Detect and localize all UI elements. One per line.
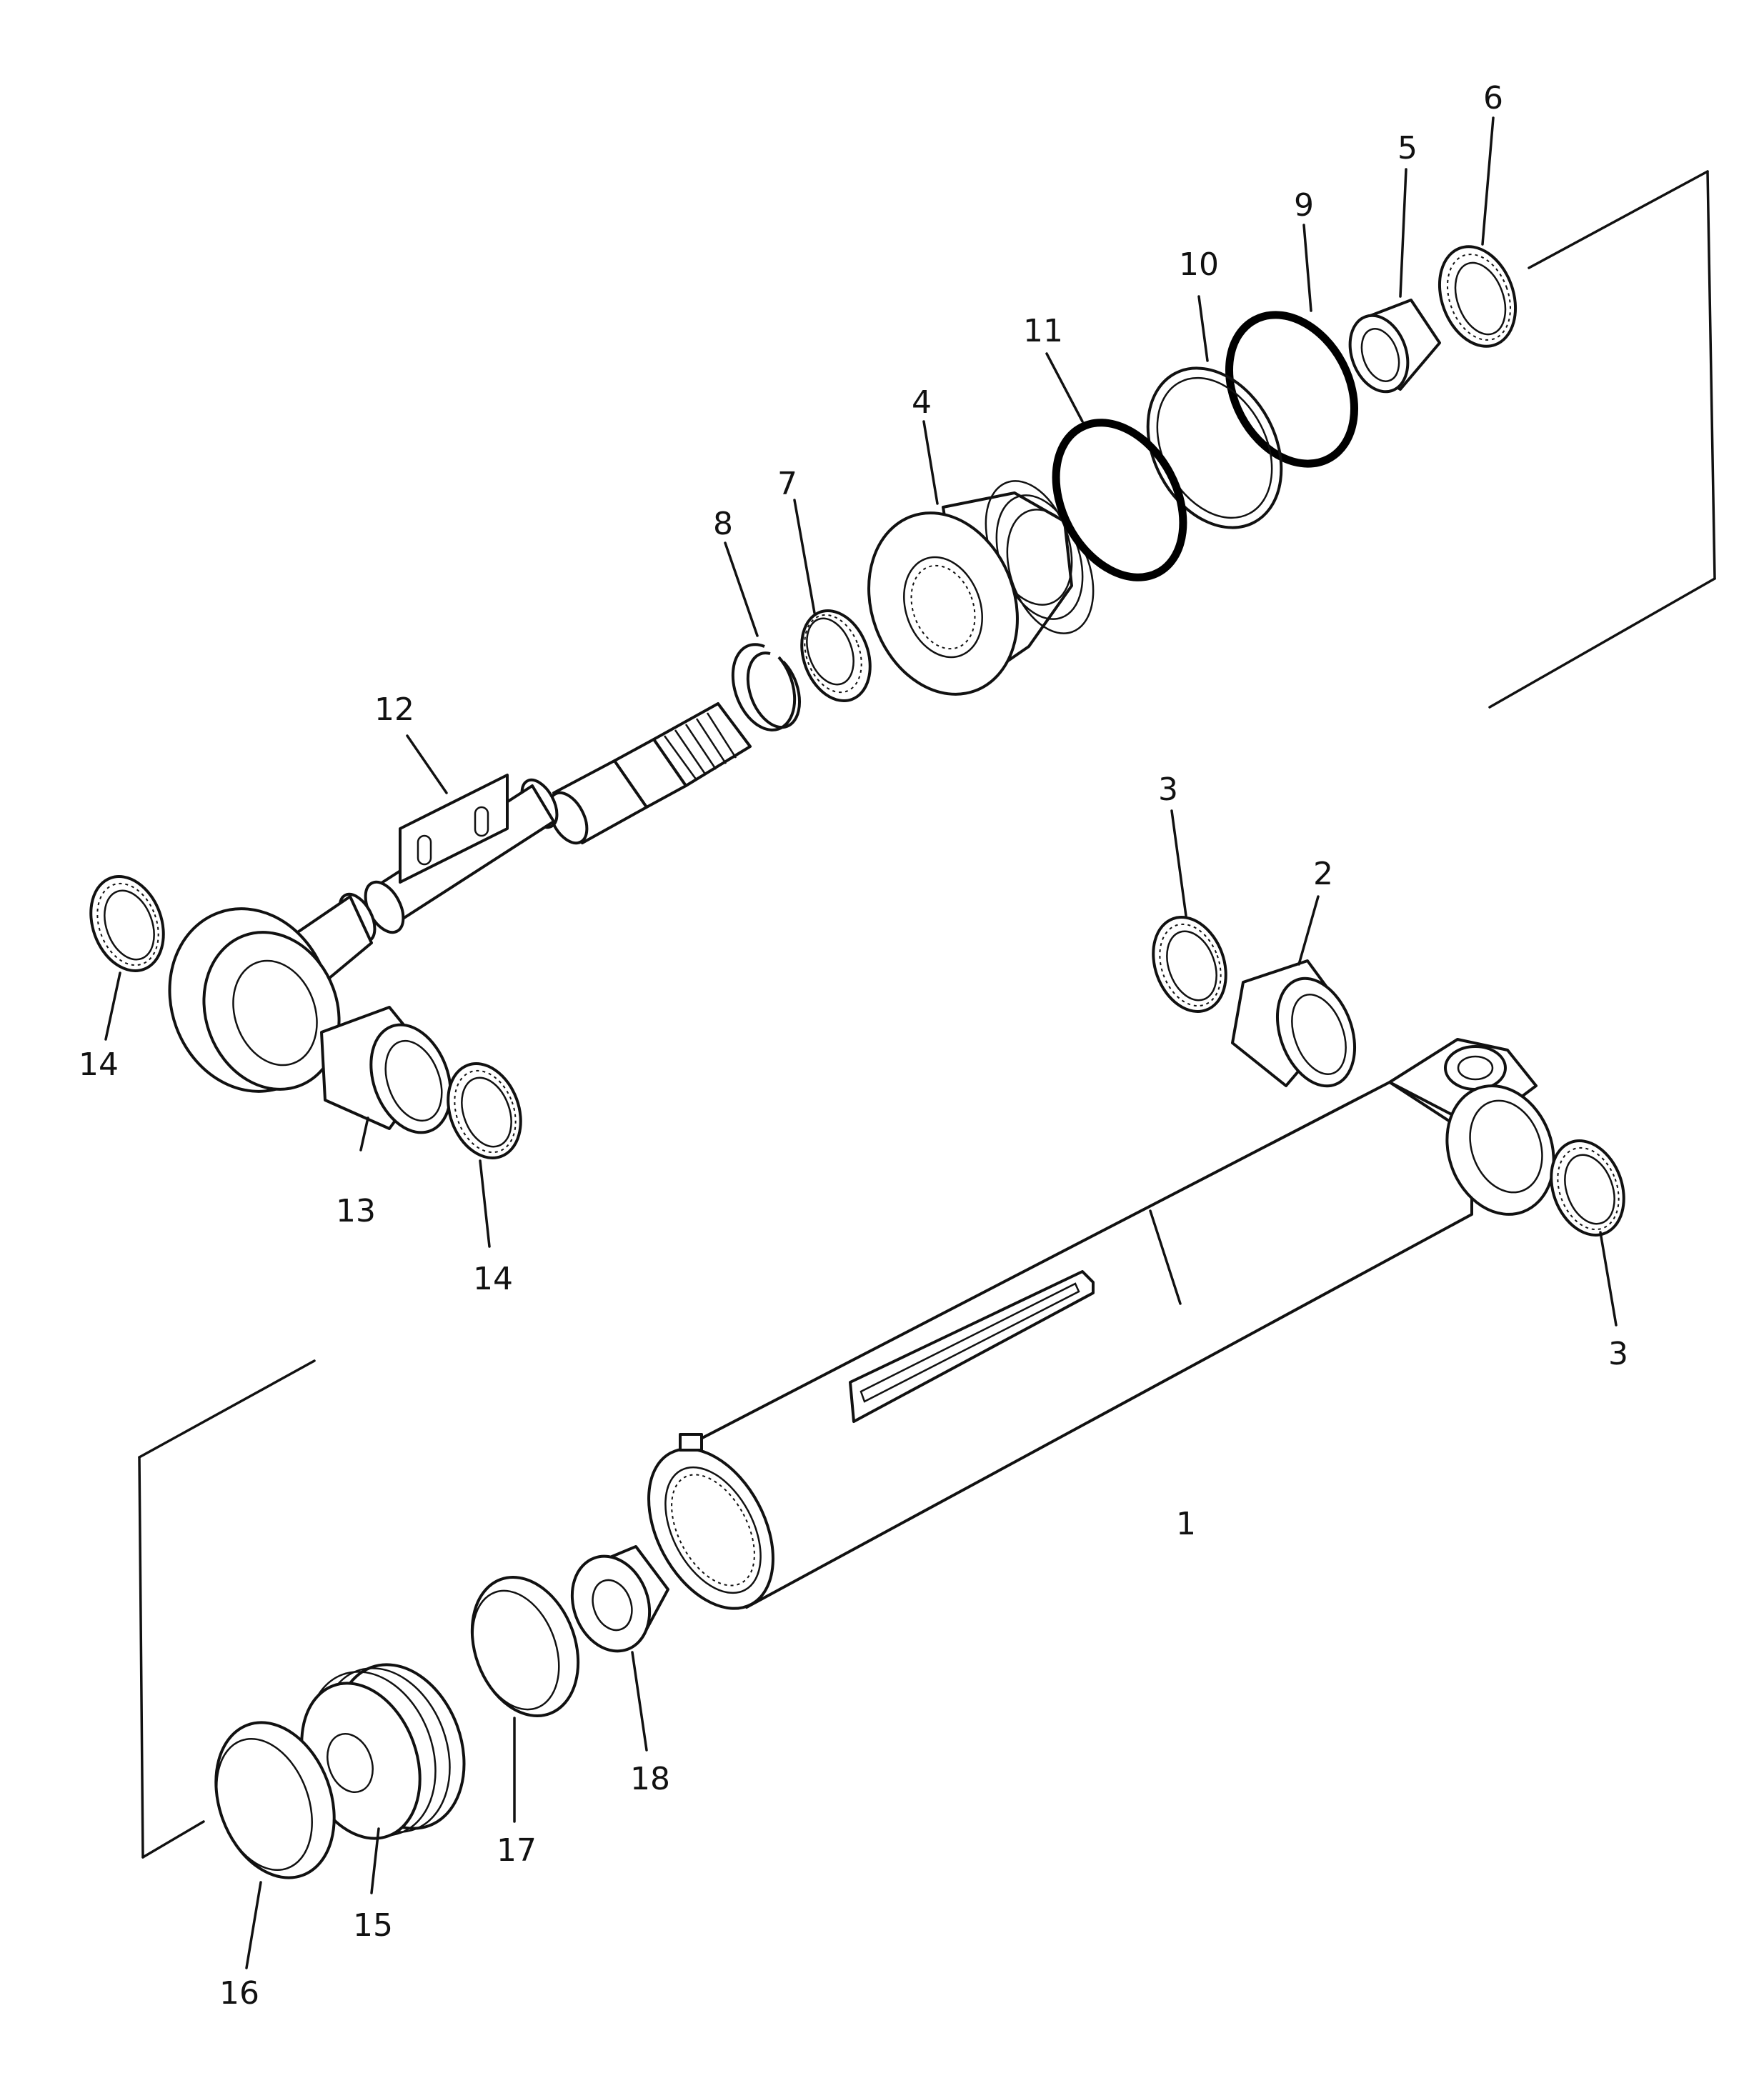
seal-14-left xyxy=(89,875,165,972)
seal-14-lower xyxy=(447,1062,522,1159)
lower-frame-bracket xyxy=(138,1359,316,1859)
callout-16: 16 xyxy=(219,1975,259,2012)
piston-rod xyxy=(168,702,752,1093)
callout-7: 7 xyxy=(777,466,797,502)
bushing-2 xyxy=(1231,959,1357,1088)
piston-4 xyxy=(867,480,1095,696)
wiper-ring-16 xyxy=(214,1721,336,1879)
callout-4: 4 xyxy=(912,384,932,421)
nut-18 xyxy=(570,1545,669,1653)
callout-14-lower: 14 xyxy=(473,1261,513,1297)
seal-3-right xyxy=(1550,1139,1625,1237)
callout-12: 12 xyxy=(374,691,414,728)
bushing-5 xyxy=(1348,299,1441,394)
o-ring-11 xyxy=(1052,419,1187,581)
callout-15: 15 xyxy=(353,1907,393,1944)
callout-5: 5 xyxy=(1397,130,1417,166)
callout-18: 18 xyxy=(630,1761,670,1797)
callout-2: 2 xyxy=(1313,856,1333,892)
bushing-13 xyxy=(320,1006,452,1134)
callout-1: 1 xyxy=(1176,1506,1196,1542)
leader-lines xyxy=(104,116,1618,1969)
callout-3-upper: 3 xyxy=(1158,771,1178,808)
ring-17 xyxy=(470,1576,580,1717)
callout-8: 8 xyxy=(713,506,733,542)
callout-17: 17 xyxy=(497,1832,537,1869)
snap-ring-8 xyxy=(731,643,801,731)
cylinder-tube xyxy=(647,1038,1555,1610)
seal-7 xyxy=(800,609,872,702)
seal-6 xyxy=(1437,245,1518,348)
callout-3-right: 3 xyxy=(1608,1336,1628,1372)
callout-13: 13 xyxy=(336,1193,376,1229)
upper-frame-bracket xyxy=(1488,170,1716,709)
callout-10: 10 xyxy=(1179,246,1219,283)
callout-9: 9 xyxy=(1294,187,1314,224)
seal-3-upper xyxy=(1152,916,1227,1013)
callout-6: 6 xyxy=(1483,80,1503,116)
gland-15 xyxy=(300,1663,466,1840)
callout-14-left: 14 xyxy=(79,1047,119,1083)
callout-11: 11 xyxy=(1023,313,1063,349)
o-ring-9 xyxy=(1225,311,1359,468)
plate-12 xyxy=(399,774,509,884)
